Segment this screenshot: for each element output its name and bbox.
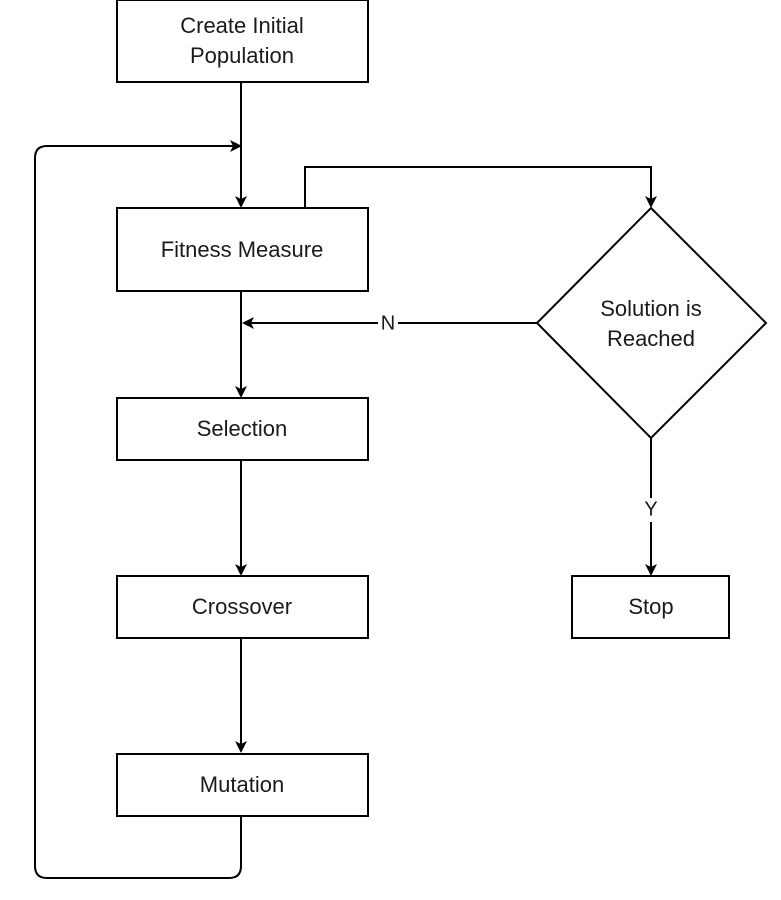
node-stop: Stop [571,575,730,639]
edge-label-no: N [378,312,398,334]
node-crossover: Crossover [116,575,369,639]
node-create-line1: Create Initial [180,13,304,38]
edges [34,82,657,879]
edge-mutation-loop-back [34,140,242,879]
edge-label-no-text: N [381,312,395,334]
node-fitness-label: Fitness Measure [161,237,324,262]
edge-label-yes: Y [641,498,661,522]
node-fitness-measure: Fitness Measure [116,207,369,292]
node-create-initial-population: Create Initial Population [116,0,369,83]
node-mutation-label: Mutation [200,772,284,797]
node-crossover-label: Crossover [192,594,292,619]
edge-fitness-to-decision [304,166,657,208]
node-stop-label: Stop [628,594,673,619]
node-selection-label: Selection [197,416,288,441]
node-selection: Selection [116,397,369,461]
node-mutation: Mutation [116,753,369,817]
node-decision-solution-reached: Solution is Reached [535,206,768,440]
edge-label-yes-text: Y [644,498,657,520]
node-decision-line1: Solution is [600,296,702,321]
node-create-line2: Population [190,43,294,68]
node-decision-line2: Reached [607,326,695,351]
